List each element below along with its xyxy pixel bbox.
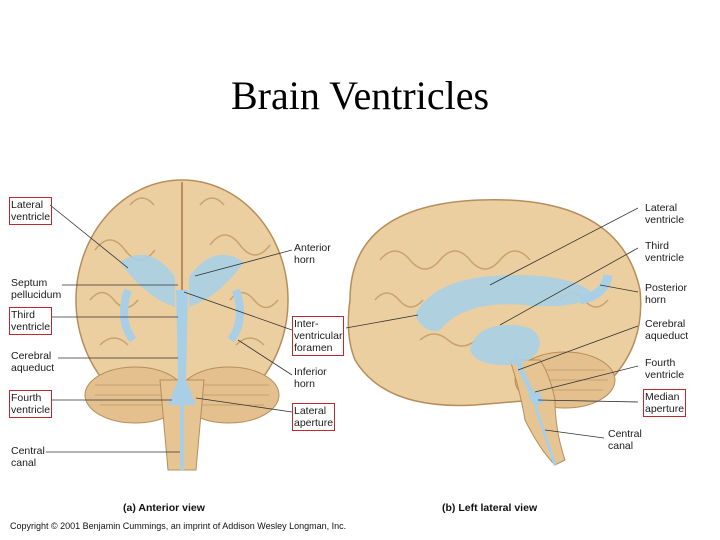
label-lateral-aperture: Lateral aperture	[291, 403, 336, 431]
label-lateral-ventricle-lateral: Lateral ventricle	[645, 202, 685, 226]
label-fourth-ventricle-anterior: Fourth ventricle	[8, 390, 53, 418]
label-inferior-horn: Inferior horn	[294, 366, 327, 390]
caption-anterior-view: (a) Anterior view	[123, 502, 205, 514]
label-septum-pellucidum: Septum pellucidum	[11, 277, 62, 301]
label-central-canal-lateral: Central canal	[608, 428, 642, 452]
label-lateral-ventricle-anterior: Lateral ventricle	[8, 197, 53, 225]
page-title: Brain Ventricles	[230, 73, 490, 118]
anterior-leader-lines	[46, 204, 293, 453]
label-fourth-ventricle-lateral: Fourth ventricle	[645, 357, 685, 381]
label-central-canal-anterior: Central canal	[11, 445, 45, 469]
caption-lateral-view: (b) Left lateral view	[442, 502, 538, 514]
label-third-ventricle-anterior: Third ventricle	[8, 307, 53, 335]
label-third-ventricle-lateral: Third ventricle	[645, 240, 685, 264]
label-cerebral-aqueduct-anterior: Cerebral aqueduct	[11, 350, 55, 374]
lateral-brain	[347, 199, 642, 466]
label-cerebral-aqueduct-lateral: Cerebral aqueduct	[645, 318, 689, 342]
lateral-leader-lines	[345, 207, 639, 439]
label-anterior-horn: Anterior horn	[294, 242, 331, 266]
label-interventricular-foramen: Inter- ventricular foramen	[291, 316, 345, 356]
copyright-notice: Copyright © 2001 Benjamin Cummings, an i…	[10, 521, 347, 531]
label-median-aperture: Median aperture	[642, 389, 687, 417]
anterior-brain	[75, 179, 289, 471]
label-posterior-horn: Posterior horn	[645, 282, 688, 306]
